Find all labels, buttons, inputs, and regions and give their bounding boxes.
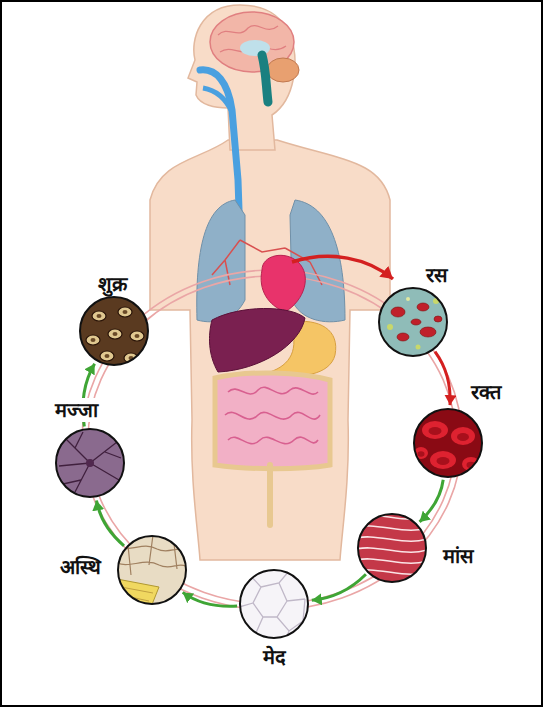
heart	[261, 255, 305, 312]
flow-arrow	[183, 592, 237, 606]
tissue-texture	[357, 513, 427, 583]
liver-stomach	[210, 308, 336, 375]
flow-arrow	[292, 256, 393, 279]
tissue-label: मेद	[260, 645, 289, 669]
tissue-texture	[239, 569, 309, 639]
tissue-texture	[378, 287, 448, 357]
body-outline	[150, 5, 390, 560]
tissue-circle: रक्त	[413, 408, 483, 478]
lungs	[197, 200, 345, 322]
tissue-circle: मांस	[357, 513, 427, 583]
tissue-circle: मेद	[239, 569, 309, 639]
intestines	[215, 373, 330, 525]
tissue-circle: अस्थि	[117, 535, 187, 605]
tissue-texture	[79, 296, 149, 366]
tissue-texture	[117, 535, 187, 605]
tissue-label: रस	[423, 263, 451, 287]
flow-arrow	[312, 574, 366, 600]
tissue-label: मज्जा	[52, 398, 101, 422]
tissue-circle: शुक्र	[79, 296, 149, 366]
flow-arrow	[435, 352, 450, 405]
flow-arrow	[97, 500, 125, 546]
tissue-label: मांस	[440, 544, 477, 568]
flow-arrow	[420, 480, 444, 522]
tissue-label: रक्त	[468, 380, 504, 404]
tissue-texture	[55, 428, 125, 498]
tissue-circle: मज्जा	[55, 428, 125, 498]
tissue-label: अस्थि	[57, 555, 104, 579]
tissue-label: शुक्र	[95, 272, 130, 296]
tissue-texture	[413, 408, 483, 478]
tissue-circle: रस	[378, 287, 448, 357]
